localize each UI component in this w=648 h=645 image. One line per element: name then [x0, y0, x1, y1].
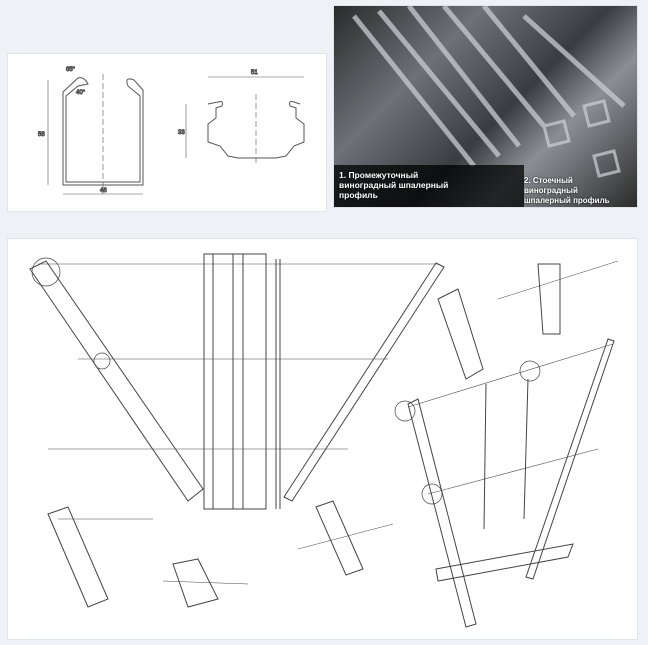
- photo-caption-end-profile: 2. Стоечный виноградный шпалерный профил…: [524, 176, 610, 205]
- angle-65-label: 65°: [66, 67, 76, 73]
- width-51-label: 51: [251, 70, 258, 76]
- bracket-detail-bottom: [172, 558, 219, 608]
- width-46-label: 46: [100, 188, 107, 194]
- profile-cross-sections-drawing: 65° 40° 56 46 51 33: [7, 53, 327, 212]
- trellis-assembly-drawing: [7, 238, 638, 640]
- bracket-detail-left: [47, 506, 109, 608]
- angle-40-label: 40°: [76, 90, 86, 96]
- vertical-post-elevation: [203, 253, 281, 510]
- profile-detail-top: [437, 288, 484, 380]
- intermediate-profile-outline: [62, 77, 144, 186]
- height-33-label: 33: [178, 130, 185, 136]
- profiles-photo: 1. Промежуточный виноградный шпалерный п…: [333, 5, 638, 208]
- photo-caption-intermediate-profile: 1. Промежуточный виноградный шпалерный п…: [339, 170, 449, 200]
- trellis-3d-view: [394, 338, 615, 628]
- right-inclined-post-drawing: [283, 262, 445, 502]
- profile-detail-top-right: [537, 263, 561, 335]
- height-56-label: 56: [38, 132, 45, 138]
- left-inclined-post-drawing: [29, 257, 438, 502]
- end-profile-outline: [207, 101, 305, 159]
- bracket-detail-middle: [315, 500, 364, 576]
